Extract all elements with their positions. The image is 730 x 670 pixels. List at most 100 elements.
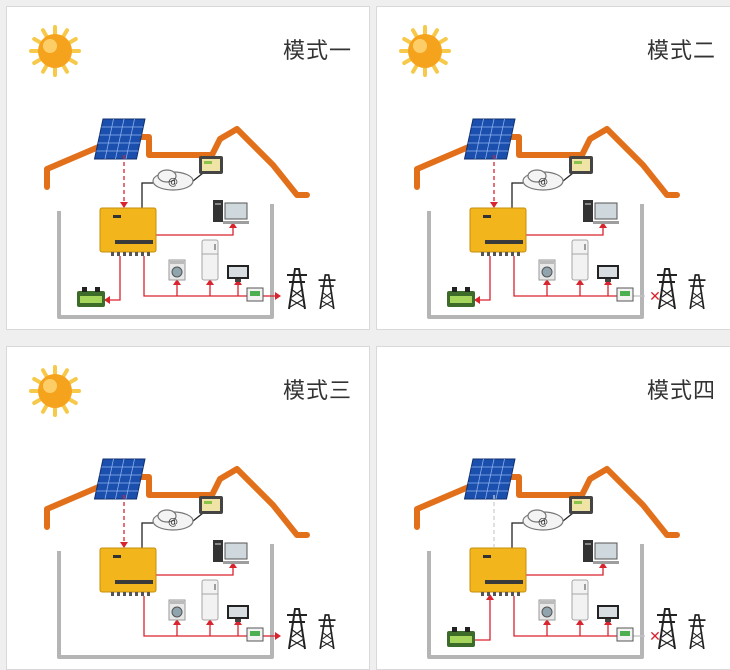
desktop-arrow bbox=[599, 222, 607, 228]
grid-arrow bbox=[275, 632, 281, 640]
tablet-icon bbox=[199, 496, 223, 514]
comm-line bbox=[141, 522, 153, 548]
desktop-arrow bbox=[599, 562, 607, 568]
cloud-internet-icon: @ bbox=[522, 169, 564, 191]
inverter-icon bbox=[99, 547, 157, 596]
refrigerator-icon bbox=[571, 579, 589, 621]
washing-machine-icon bbox=[538, 259, 556, 281]
solar-panel-icon bbox=[463, 118, 516, 160]
comm-line bbox=[511, 182, 523, 208]
load-arrow bbox=[543, 619, 551, 625]
mode-label: 模式一 bbox=[283, 39, 353, 64]
desktop-feed-line bbox=[156, 224, 234, 236]
tablet-icon bbox=[199, 156, 223, 174]
power-tower-icon bbox=[688, 274, 706, 310]
inverter-icon bbox=[469, 547, 527, 596]
power-tower-icon bbox=[657, 608, 677, 650]
tv-icon bbox=[227, 605, 249, 622]
cloud-symbol: @ bbox=[168, 177, 178, 188]
refrigerator-icon bbox=[201, 579, 219, 621]
solar-panel-icon bbox=[93, 118, 146, 160]
desktop-computer-icon bbox=[213, 200, 249, 224]
pv-arrow bbox=[120, 202, 128, 208]
house-wall bbox=[57, 544, 274, 659]
sun-icon bbox=[29, 25, 81, 77]
comm-line bbox=[192, 512, 204, 522]
power-tower-icon bbox=[688, 614, 706, 650]
solar-panel-icon bbox=[463, 458, 516, 500]
load-bus-line bbox=[143, 256, 247, 297]
system-diagram: @ bbox=[29, 365, 336, 659]
comm-line bbox=[511, 522, 523, 548]
power-tower-icon bbox=[287, 608, 307, 650]
desktop-feed-line bbox=[526, 564, 604, 576]
inverter-icon bbox=[469, 207, 527, 256]
comm-line bbox=[562, 172, 574, 182]
desktop-computer-icon bbox=[213, 540, 249, 564]
load-arrow bbox=[173, 279, 181, 285]
mode-panel-1: 模式一 @ bbox=[6, 6, 370, 330]
grid-disconnect-mark: ✕ bbox=[649, 629, 661, 645]
desktop-computer-icon bbox=[583, 200, 619, 224]
load-bus-line bbox=[513, 596, 617, 637]
house-wall bbox=[427, 204, 644, 319]
cloud-symbol: @ bbox=[538, 177, 548, 188]
mode-panel-2: 模式二 ✕@ bbox=[376, 6, 730, 330]
load-arrow bbox=[173, 619, 181, 625]
cloud-internet-icon: @ bbox=[152, 169, 194, 191]
system-diagram: @ bbox=[29, 25, 336, 319]
diagram-canvas: ✕@ bbox=[414, 458, 706, 659]
grid-arrow bbox=[275, 292, 281, 300]
comm-line bbox=[562, 512, 574, 522]
smart-meter-icon bbox=[616, 287, 634, 302]
power-tower-icon bbox=[318, 614, 336, 650]
desktop-computer-icon bbox=[583, 540, 619, 564]
desktop-arrow bbox=[229, 562, 237, 568]
solar-panel-icon bbox=[93, 458, 146, 500]
tablet-icon bbox=[569, 156, 593, 174]
diagram-canvas: @ bbox=[29, 365, 336, 659]
grid-disconnect-mark: ✕ bbox=[649, 289, 661, 305]
washing-machine-icon bbox=[168, 259, 186, 281]
tv-icon bbox=[227, 265, 249, 282]
power-tower-icon bbox=[318, 274, 336, 310]
comm-line bbox=[192, 172, 204, 182]
smart-meter-icon bbox=[246, 287, 264, 302]
load-arrow bbox=[576, 619, 584, 625]
mode-label: 模式三 bbox=[283, 379, 353, 404]
smart-meter-icon bbox=[246, 627, 264, 642]
inverter-icon bbox=[99, 207, 157, 256]
mode-label: 模式二 bbox=[647, 39, 717, 64]
cloud-symbol: @ bbox=[168, 517, 178, 528]
cloud-internet-icon: @ bbox=[152, 509, 194, 531]
load-arrow bbox=[576, 279, 584, 285]
power-tower-icon bbox=[287, 268, 307, 310]
refrigerator-icon bbox=[571, 239, 589, 281]
house-wall bbox=[427, 544, 644, 659]
pv-arrow bbox=[490, 202, 498, 208]
mode-label: 模式四 bbox=[647, 379, 717, 404]
battery-icon bbox=[77, 287, 105, 307]
desktop-feed-line bbox=[156, 564, 234, 576]
battery-icon bbox=[447, 287, 475, 307]
refrigerator-icon bbox=[201, 239, 219, 281]
cloud-symbol: @ bbox=[538, 517, 548, 528]
pv-arrow bbox=[120, 542, 128, 548]
battery-line bbox=[475, 596, 491, 641]
load-bus-line bbox=[513, 256, 617, 297]
battery-arrow bbox=[474, 296, 480, 304]
system-diagram: ✕@ bbox=[399, 25, 706, 319]
tv-icon bbox=[597, 265, 619, 282]
battery-arrow bbox=[486, 594, 494, 600]
cloud-internet-icon: @ bbox=[522, 509, 564, 531]
battery-arrow bbox=[104, 296, 110, 304]
house-wall bbox=[57, 204, 274, 319]
washing-machine-icon bbox=[168, 599, 186, 621]
diagram-canvas: ✕@ bbox=[399, 25, 706, 319]
tablet-icon bbox=[569, 496, 593, 514]
power-tower-icon bbox=[657, 268, 677, 310]
system-diagram: ✕@ bbox=[414, 458, 706, 659]
desktop-arrow bbox=[229, 222, 237, 228]
battery-line bbox=[105, 256, 121, 301]
sun-icon bbox=[399, 25, 451, 77]
